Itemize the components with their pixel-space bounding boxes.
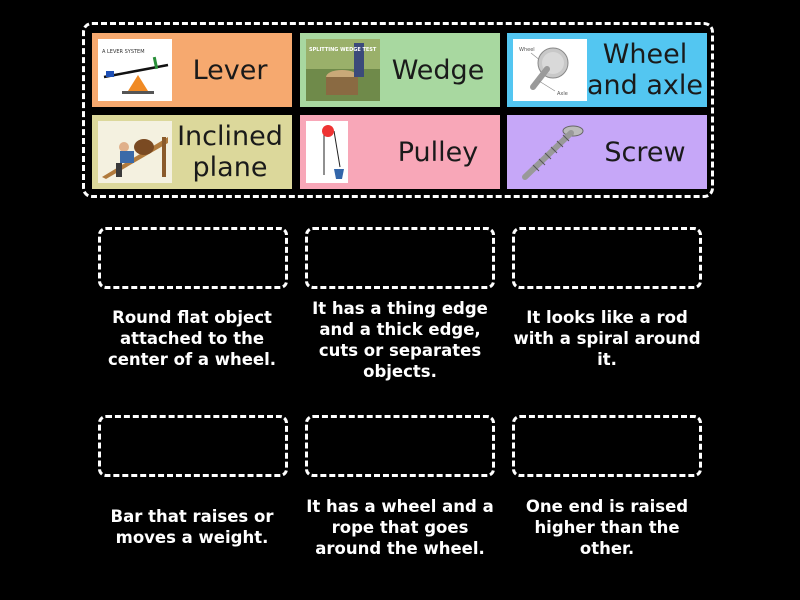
drop-slot-4[interactable] xyxy=(98,415,288,477)
tile-label: Wheel and axle xyxy=(587,39,704,101)
wedge-caption: SPLITTING WEDGE TEST xyxy=(309,47,377,53)
tile-label: Wedge xyxy=(391,54,485,86)
drop-slot-6[interactable] xyxy=(512,415,702,477)
lever-caption: A LEVER SYSTEM xyxy=(102,49,145,55)
wheel-and-axle-image: Wheel Axle xyxy=(513,39,587,101)
description-2: It has a thing edge and a thick edge, cu… xyxy=(312,299,488,381)
description-5: It has a wheel and a rope that goes arou… xyxy=(306,497,494,558)
wheel-caption: Wheel xyxy=(519,47,535,53)
tile-label: Screw xyxy=(604,136,686,168)
screw-image xyxy=(513,121,587,183)
axle-caption: Axle xyxy=(557,91,568,97)
tile-label: Inclined plane xyxy=(177,121,283,183)
tile-inclined-plane[interactable]: Inclined plane xyxy=(92,115,292,189)
drop-slot-2[interactable] xyxy=(305,227,495,289)
description-1: Round flat object attached to the center… xyxy=(107,308,277,369)
drop-slot-1[interactable] xyxy=(98,227,288,289)
tile-label: Lever xyxy=(192,54,268,86)
inclined-plane-image xyxy=(98,121,172,183)
tile-screw[interactable]: Screw xyxy=(507,115,707,189)
wedge-image: SPLITTING WEDGE TEST xyxy=(306,39,380,101)
tile-pulley[interactable]: Pulley xyxy=(300,115,500,189)
description-3: It looks like a rod with a spiral around… xyxy=(513,308,701,369)
drop-slot-5[interactable] xyxy=(305,415,495,477)
pulley-image xyxy=(306,121,348,183)
tile-lever[interactable]: A LEVER SYSTEM Lever xyxy=(92,33,292,107)
description-6: One end is raised higher than the other. xyxy=(525,497,689,558)
tile-label: Pulley xyxy=(397,136,479,168)
description-4: Bar that raises or moves a weight. xyxy=(110,507,274,547)
tile-bank xyxy=(82,22,714,198)
drop-slot-3[interactable] xyxy=(512,227,702,289)
tile-wheel-and-axle[interactable]: Wheel Axle Wheel and axle xyxy=(507,33,707,107)
tile-wedge[interactable]: SPLITTING WEDGE TEST Wedge xyxy=(300,33,500,107)
lever-image: A LEVER SYSTEM xyxy=(98,39,172,101)
